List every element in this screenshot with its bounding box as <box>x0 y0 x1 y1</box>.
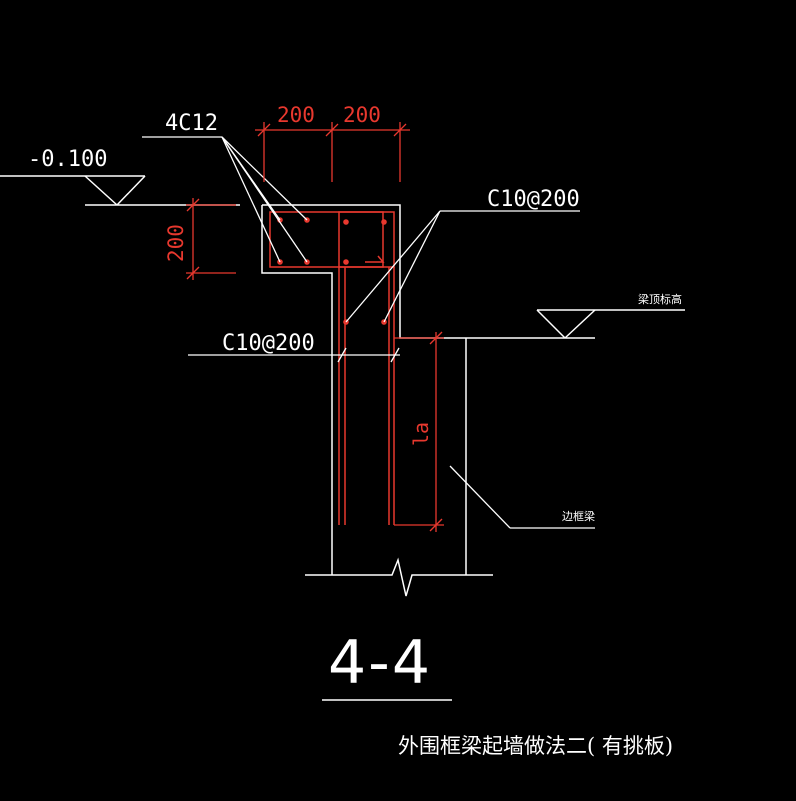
top-bars-label: 4C12 <box>165 111 218 136</box>
dimension-anchorage <box>394 331 444 532</box>
caption: 外围框梁起墙做法二( 有挑板) <box>398 734 673 758</box>
section-id: 4-4 <box>328 628 432 698</box>
concrete-outline <box>261 204 595 597</box>
rebar-dot <box>343 219 349 225</box>
dimension-width-left: 200 <box>277 103 315 127</box>
rebar-dot <box>343 259 349 265</box>
stirrup-right-label: C10@200 <box>487 187 580 212</box>
elevation-label: -0.100 <box>28 147 107 172</box>
elevation-marker-right: 梁顶标高 <box>536 292 685 339</box>
dimension-height <box>186 198 236 280</box>
dimension-anchorage-label: la <box>409 422 433 446</box>
leader-stirrup-left <box>188 347 400 363</box>
dimension-top <box>255 122 410 182</box>
dimension-width-right: 200 <box>343 103 381 127</box>
leader-edge-beam <box>449 465 595 529</box>
rebar-cage <box>269 211 395 525</box>
beam-top-elevation-label: 梁顶标高 <box>638 292 682 306</box>
leader-stirrup-right <box>345 210 580 323</box>
elevation-marker-left: -0.100 <box>0 147 240 206</box>
dimension-height-value: 200 <box>164 224 188 262</box>
leader-top-bars <box>142 136 308 263</box>
edge-beam-label: 边框梁 <box>562 509 595 523</box>
stirrup-left-label: C10@200 <box>222 331 315 356</box>
rebar-dot <box>381 219 387 225</box>
